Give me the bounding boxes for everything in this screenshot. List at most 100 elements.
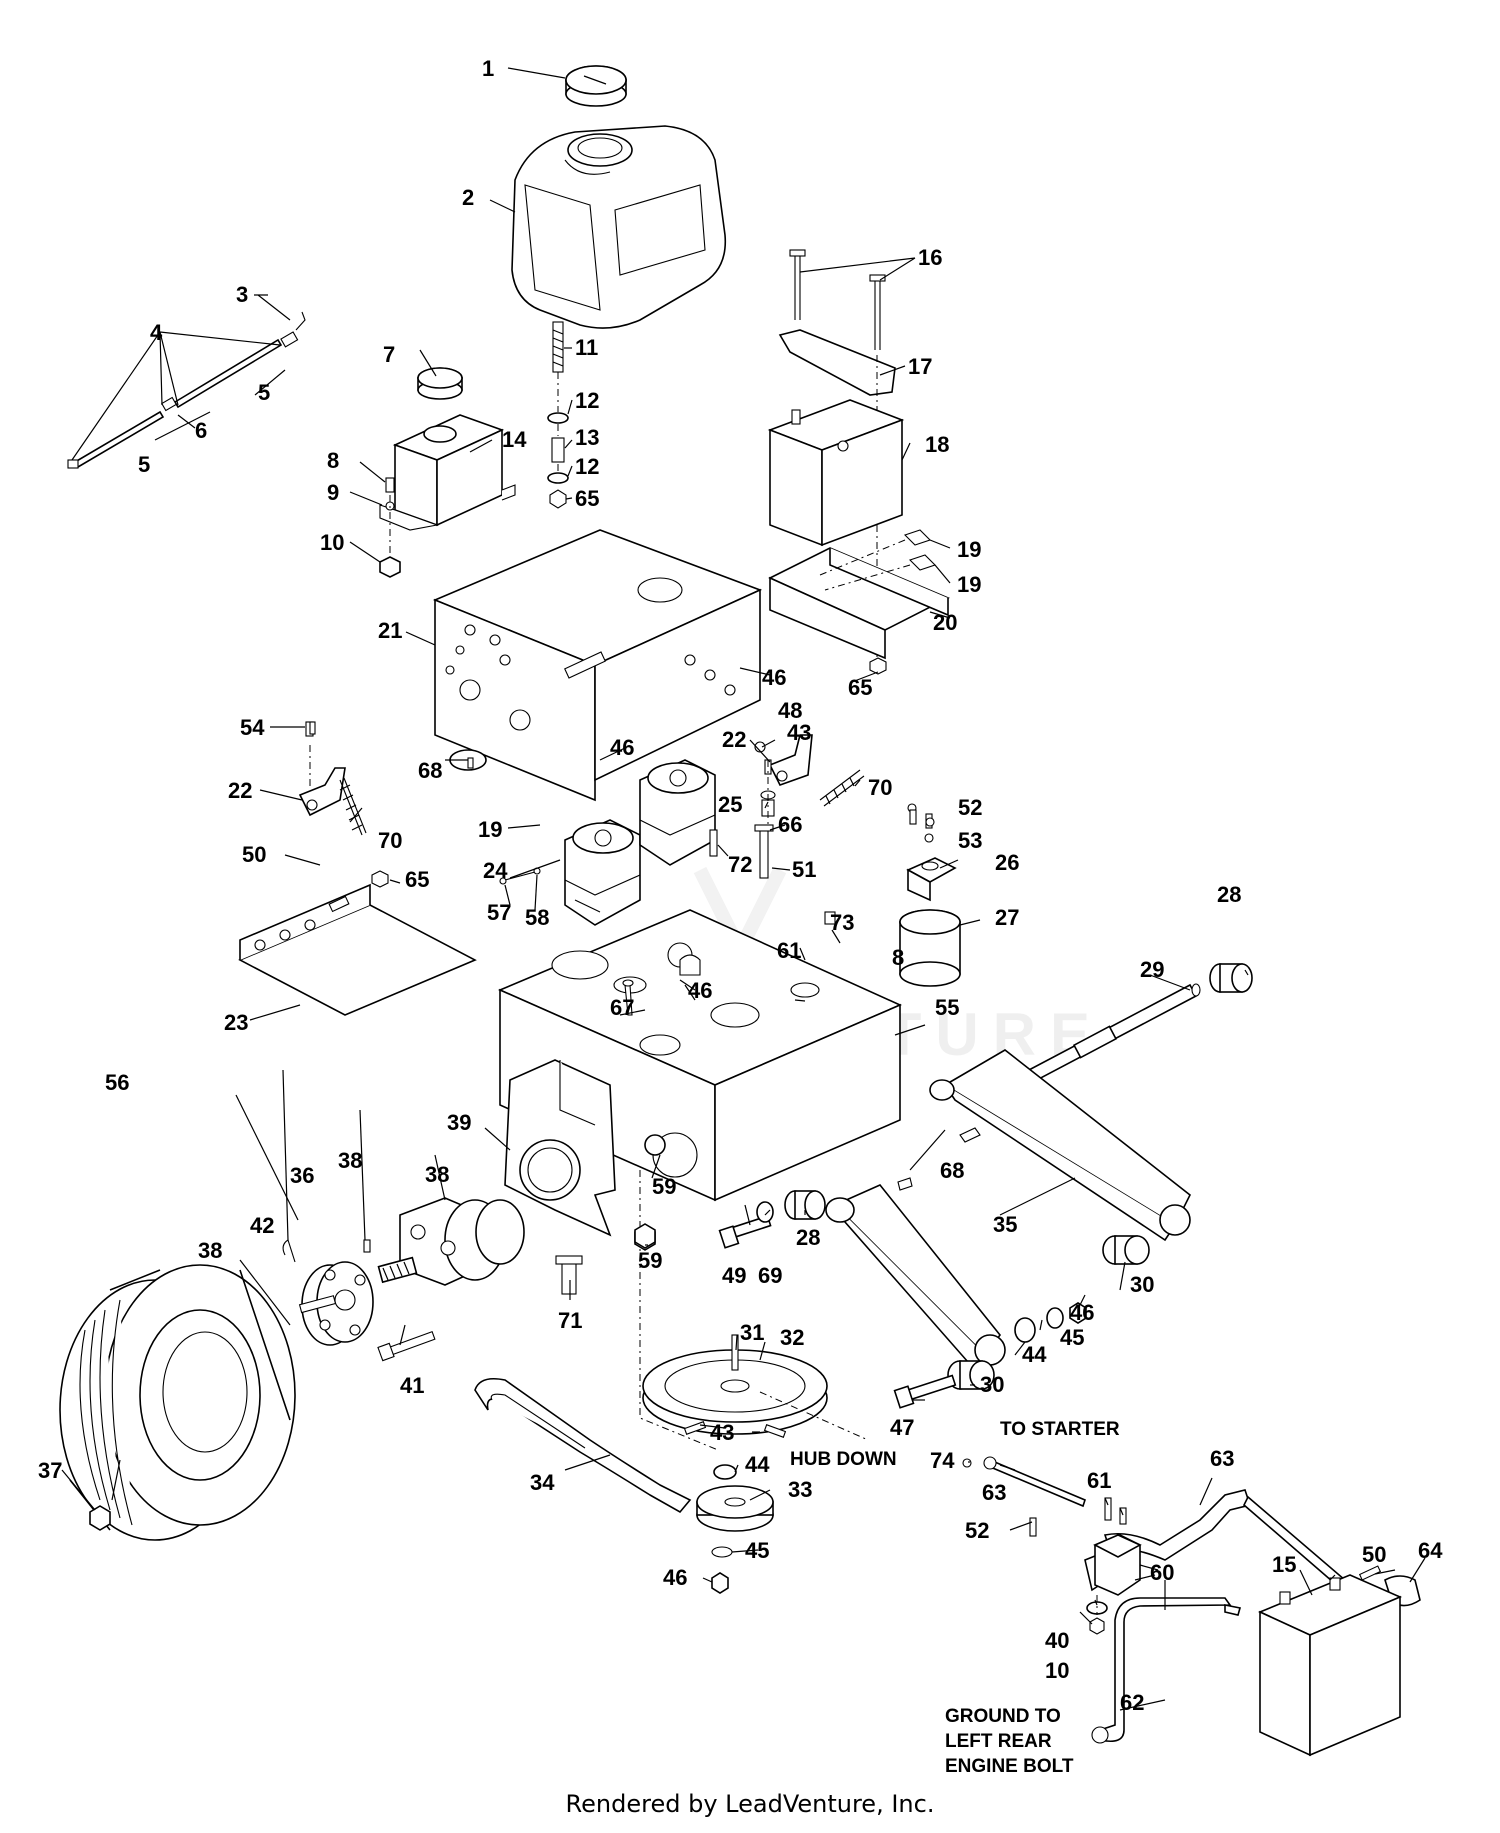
- callout-50: 50: [1362, 1542, 1386, 1567]
- callout-26: 26: [995, 850, 1019, 875]
- callout-12: 12: [575, 388, 599, 413]
- callout-44: 44: [1022, 1342, 1047, 1367]
- callout-46: 46: [762, 665, 786, 690]
- callout-4: 4: [150, 320, 163, 345]
- callout-22: 22: [722, 727, 746, 752]
- callout-61: 61: [777, 938, 801, 963]
- callout-73: 73: [830, 910, 854, 935]
- part-solenoid: [962, 1458, 1142, 1635]
- callout-20: 20: [933, 610, 957, 635]
- part-filter-bolts: [909, 809, 935, 827]
- callout-29: 29: [1140, 957, 1164, 982]
- callout-39: 39: [447, 1110, 471, 1135]
- part-hydraulic-reservoir: [379, 414, 516, 531]
- callout-5: 5: [258, 380, 270, 405]
- callout-68: 68: [418, 758, 442, 783]
- callout-66: 66: [778, 812, 802, 837]
- callout-19: 19: [957, 537, 981, 562]
- callout-24: 24: [483, 858, 508, 883]
- part-wheel-motor: [363, 1197, 525, 1286]
- callout-5: 5: [138, 452, 150, 477]
- callout-43: 43: [710, 1420, 734, 1445]
- callout-33: 33: [788, 1477, 812, 1502]
- callout-42: 42: [250, 1213, 274, 1238]
- callout-36: 36: [290, 1163, 314, 1188]
- callout-3: 3: [236, 282, 248, 307]
- callout-60: 60: [1150, 1560, 1174, 1585]
- callout-11: 11: [575, 335, 598, 360]
- part-pump-pins: [499, 867, 541, 885]
- callout-65: 65: [405, 867, 429, 892]
- callout-70: 70: [868, 775, 892, 800]
- callout-53: 53: [958, 828, 982, 853]
- callout-46: 46: [688, 978, 712, 1003]
- callout-45: 45: [745, 1538, 769, 1563]
- callout-14: 14: [502, 427, 527, 452]
- callout-48: 48: [778, 698, 802, 723]
- callout-52: 52: [958, 795, 982, 820]
- callout-1: 1: [482, 56, 494, 81]
- part-oil-filter: [899, 803, 961, 987]
- callout-31: 31: [740, 1320, 764, 1345]
- callout-23: 23: [224, 1010, 248, 1035]
- callout-19: 19: [478, 817, 502, 842]
- callout-19: 19: [957, 572, 981, 597]
- callout-52: 52: [965, 1518, 989, 1543]
- callout-59: 59: [652, 1174, 676, 1199]
- part-arm-washers: [1014, 1302, 1087, 1343]
- part-tank-mount-stack: [547, 321, 569, 509]
- part-axle-arms: [825, 1049, 1192, 1372]
- callout-68: 68: [940, 1158, 964, 1183]
- part-pump-arm-right: [768, 734, 813, 786]
- callout-15: 15: [1272, 1552, 1296, 1577]
- part-ground-cable: [1091, 1597, 1242, 1744]
- callout-69: 69: [758, 1263, 782, 1288]
- callout-63: 63: [1210, 1446, 1234, 1471]
- note-hub-down: HUB DOWN: [790, 1449, 897, 1470]
- callout-49: 49: [722, 1263, 746, 1288]
- callout-67: 67: [610, 995, 634, 1020]
- callout-38: 38: [198, 1238, 222, 1263]
- callout-13: 13: [575, 425, 599, 450]
- part-motor-nuts: [634, 1223, 656, 1249]
- part-deflector-plate: [238, 870, 477, 1016]
- callout-7: 7: [383, 342, 395, 367]
- callout-12: 12: [575, 454, 599, 479]
- callout-50: 50: [242, 842, 266, 867]
- callout-25: 25: [718, 792, 742, 817]
- part-spacers: [947, 1235, 1150, 1390]
- callout-56: 56: [105, 1070, 129, 1095]
- callout-28: 28: [796, 1225, 820, 1250]
- callout-71: 71: [558, 1308, 582, 1333]
- part-motor-plate: [504, 1059, 616, 1237]
- callout-38: 38: [338, 1148, 362, 1173]
- part-battery-bottom: [1257, 1574, 1403, 1757]
- callout-10: 10: [320, 530, 344, 555]
- callout-46: 46: [663, 1565, 687, 1590]
- part-springs: [339, 769, 865, 836]
- part-hub-bolts: [377, 1255, 583, 1362]
- callout-labels: 1 2 3 4 5 5 6 7 8 8 9 10 10 11 12 12 13 …: [38, 56, 1443, 1715]
- callout-30: 30: [1130, 1272, 1154, 1297]
- part-hydraulic-pumps: [564, 759, 716, 926]
- callout-63: 63: [982, 1480, 1006, 1505]
- callout-54: 54: [240, 715, 265, 740]
- callout-2: 2: [462, 185, 474, 210]
- callout-58: 58: [525, 905, 549, 930]
- callout-65: 65: [848, 675, 872, 700]
- callout-17: 17: [908, 354, 932, 379]
- callout-37: 37: [38, 1458, 62, 1483]
- part-lower-frame: [497, 909, 902, 1202]
- callout-28: 28: [1217, 882, 1241, 907]
- note-ground-line1: GROUND TO: [945, 1706, 1061, 1727]
- part-misc-pins: [309, 721, 836, 1016]
- callout-38: 38: [425, 1162, 449, 1187]
- callout-6: 6: [195, 418, 207, 443]
- part-upper-frame: [432, 529, 763, 802]
- callout-27: 27: [995, 905, 1019, 930]
- callout-10: 10: [1045, 1658, 1069, 1683]
- part-fuel-lines: [67, 311, 306, 469]
- callout-40: 40: [1045, 1628, 1069, 1653]
- callout-30: 30: [980, 1372, 1004, 1397]
